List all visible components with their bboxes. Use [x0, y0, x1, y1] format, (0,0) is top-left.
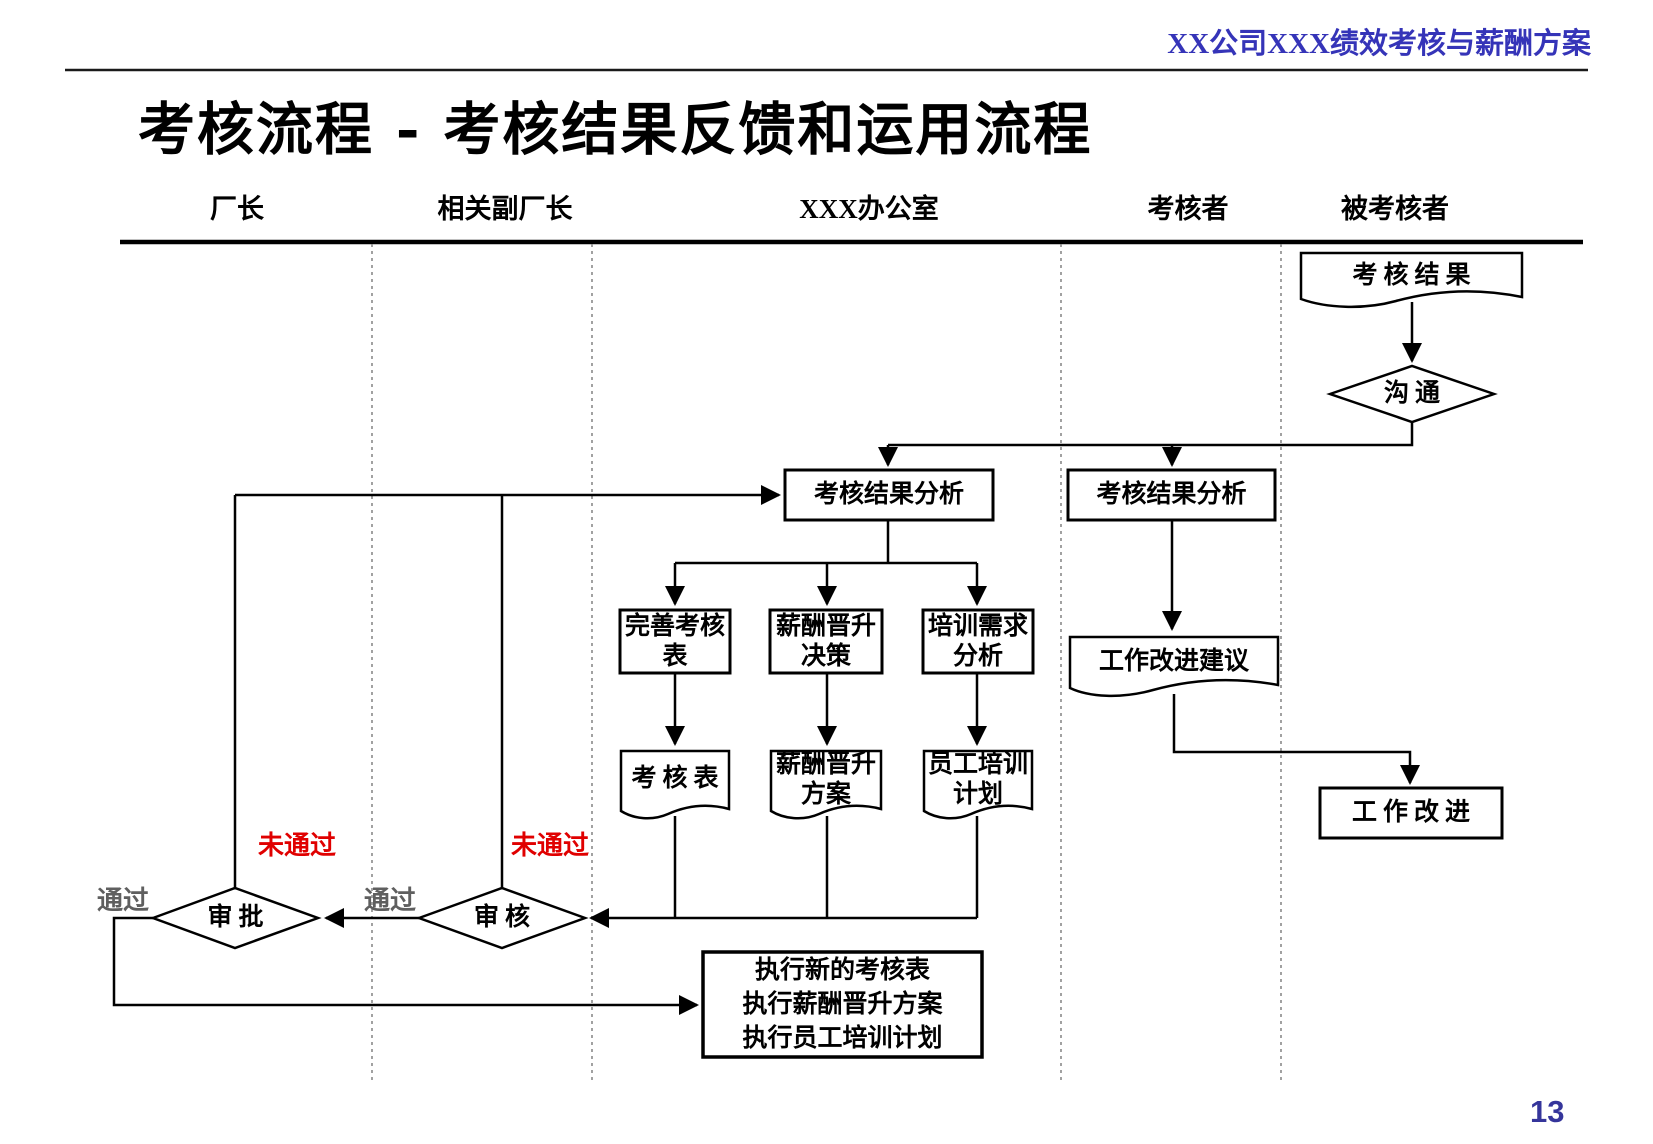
- work-improvement-label: 工作改进: [1351, 799, 1476, 826]
- execute-line-2: 执行薪酬晋升方案: [742, 990, 943, 1018]
- employee-training-plan-doc-shape: [922, 749, 1034, 820]
- work-improvement-box: [1318, 786, 1504, 840]
- page-number: 13: [1530, 1094, 1565, 1129]
- execute-line-3: 执行员工培训计划: [742, 1024, 943, 1052]
- review-diamond-shape: [415, 886, 589, 950]
- pass-label-approve: 通过: [96, 886, 149, 916]
- result-analysis-assessor-box: [1066, 468, 1277, 522]
- improve-assessment-form-box: [618, 608, 732, 675]
- fail-label-review: 未通过: [510, 831, 589, 861]
- edge-docs-collector: [673, 816, 979, 918]
- communication-diamond-shape: [1326, 364, 1498, 424]
- review-label: 审核: [473, 904, 536, 931]
- execute-line-1: 执行新的考核表: [754, 956, 930, 984]
- result-analysis-assessor-label: 考核结果分析: [1096, 481, 1247, 508]
- lane-header-assessor: 考核者: [1147, 193, 1229, 224]
- assessment-form-doc-shape: [619, 749, 731, 820]
- salary-promotion-plan-label: 薪酬晋升方案: [775, 751, 876, 808]
- lane-header-assessee: 被考核者: [1341, 193, 1449, 224]
- edge-analysis-split: [675, 520, 977, 565]
- connectors: [112, 302, 1422, 1015]
- work-improvement-suggestion-label: 工作改进建议: [1098, 648, 1249, 675]
- lane-header-factory-director: 厂长: [210, 193, 264, 224]
- assessment-result-label: 考核结果: [1352, 262, 1477, 289]
- edge-fail-feedback-verticals: [233, 495, 504, 888]
- assessment-form-label: 考核表: [631, 765, 725, 792]
- salary-promotion-decision-label: 薪酬晋升决策: [775, 612, 876, 670]
- page-title: 考核流程 - 考核结果反馈和运用流程: [138, 96, 1093, 163]
- training-needs-analysis-box: [921, 608, 1035, 675]
- communication-label: 沟通: [1383, 380, 1446, 407]
- salary-promotion-decision-box: [768, 608, 884, 675]
- shapes: [149, 251, 1524, 1059]
- salary-promotion-plan-doc-shape: [769, 749, 883, 820]
- lane-header-deputy-director: 相关副厂长: [437, 193, 573, 224]
- lane-header-office: XXX办公室: [799, 193, 939, 224]
- assessment-result-doc-shape: [1299, 251, 1524, 309]
- approve-diamond-shape: [149, 886, 322, 950]
- improve-assessment-form-label: 完善考核表: [624, 612, 725, 670]
- pass-label-review: 通过: [363, 886, 416, 916]
- edge-approve-to-execute: [112, 916, 699, 1015]
- result-analysis-office-box: [783, 468, 995, 522]
- employee-training-plan-label: 员工培训计划: [927, 751, 1028, 808]
- execute-box: [701, 950, 984, 1059]
- execute-label: 执行新的考核表 执行薪酬晋升方案 执行员工培训计划: [703, 952, 982, 1057]
- result-analysis-office-label: 考核结果分析: [813, 481, 964, 508]
- training-needs-analysis-label: 培训需求分析: [927, 612, 1028, 670]
- fail-label-approve: 未通过: [257, 831, 336, 861]
- edge-communication-branch: [888, 422, 1414, 447]
- work-improvement-suggestion-doc-shape: [1068, 635, 1280, 698]
- edge-suggestion-to-improvement: [1172, 694, 1420, 785]
- approve-label: 审批: [207, 904, 270, 931]
- slide-header-label: XX公司XXX绩效考核与薪酬方案: [1167, 28, 1591, 60]
